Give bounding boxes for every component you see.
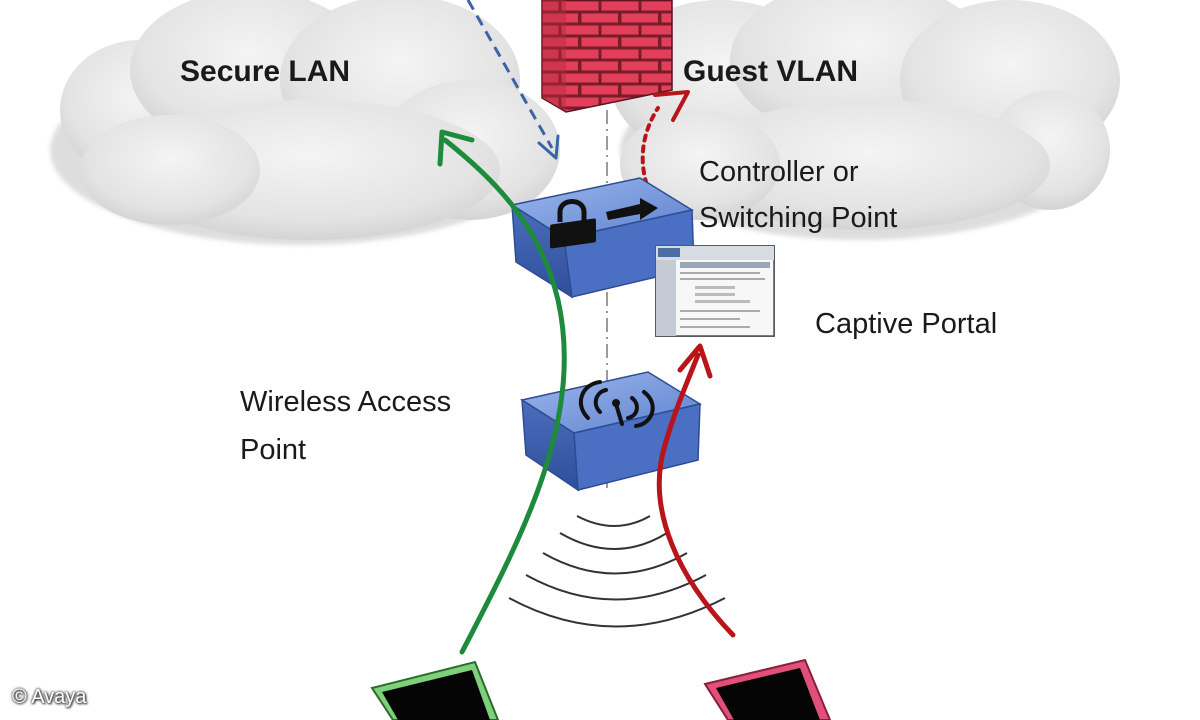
access-point-label-line1: Wireless Access [240,386,452,418]
access-point-label-line2: Point [240,434,307,466]
secure-lan-label: Secure LAN [180,55,351,88]
guest-client-device [703,658,832,720]
secure-dashed-arrow [466,0,560,160]
captive-portal-label: Captive Portal [815,308,998,340]
guest-path-arrow [656,343,736,638]
padlock-arrow-icon [550,198,658,249]
controller-label-line1: Controller or [699,156,859,188]
secure-lan-cloud [50,0,560,245]
access-point-label: Wireless Access Point [240,376,451,476]
guest-vlan-label: Guest VLAN [683,55,859,88]
webpage-screenshot-icon [655,245,775,337]
guest-vlan-cloud [610,0,1120,240]
controller-label: Controller or Switching Point [699,146,897,244]
secure-path-arrow [437,129,567,655]
radio-waves [508,515,726,628]
secure-client-device [370,660,500,720]
wireless-signal-icon [578,380,655,428]
firewall-brick-icon [541,0,673,113]
copyright-notice: © Avaya [12,686,87,708]
controller-label-line2: Switching Point [699,202,898,234]
access-point-device [520,371,702,492]
